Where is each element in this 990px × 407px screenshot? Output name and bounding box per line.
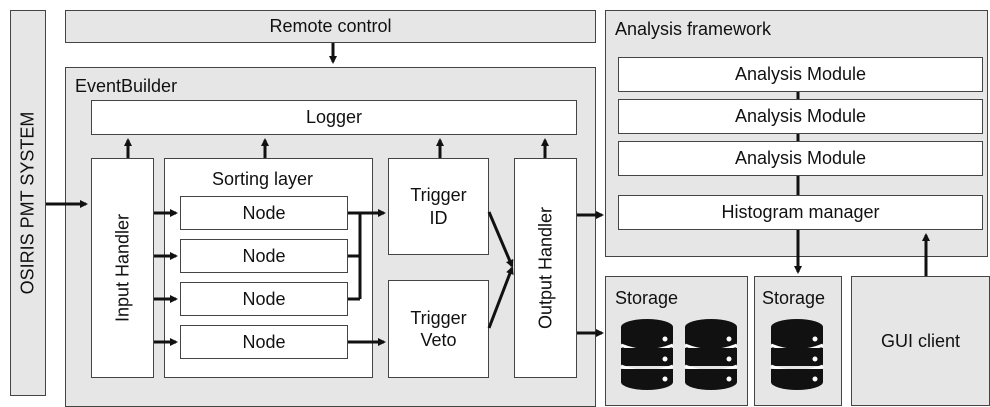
analysis-module-2: Analysis Module bbox=[618, 99, 983, 134]
storage-title-left: Storage bbox=[615, 288, 679, 308]
node-3: Node bbox=[180, 282, 348, 316]
trigger-veto-block: Trigger Veto bbox=[388, 280, 489, 378]
analysis-module-label: Analysis Module bbox=[734, 64, 867, 85]
input-handler-label: Input Handler bbox=[112, 213, 132, 323]
gui-client-label: GUI client bbox=[880, 330, 961, 351]
gui-client-block: GUI client bbox=[851, 276, 990, 406]
trigger-id-block: Trigger ID bbox=[388, 158, 489, 255]
node-label: Node bbox=[242, 202, 286, 223]
trigger-veto-label: Trigger Veto bbox=[410, 307, 467, 351]
histogram-manager-label: Histogram manager bbox=[721, 202, 880, 223]
logger-block: Logger bbox=[91, 100, 577, 135]
analysis-module-1: Analysis Module bbox=[618, 57, 983, 92]
database-icon bbox=[770, 319, 824, 390]
remote-control-label: Remote control bbox=[269, 16, 392, 37]
analysis-module-label: Analysis Module bbox=[734, 106, 867, 127]
node-label: Node bbox=[242, 331, 286, 352]
osiris-label: OSIRIS PMT SYSTEM bbox=[17, 111, 38, 295]
logger-label: Logger bbox=[305, 107, 363, 128]
node-label: Node bbox=[242, 245, 286, 266]
analysis-module-3: Analysis Module bbox=[618, 141, 983, 176]
analysis-module-label: Analysis Module bbox=[734, 148, 867, 169]
analysis-framework-title: Analysis framework bbox=[615, 19, 772, 39]
storage-title-right: Storage bbox=[762, 288, 826, 308]
sorting-layer-title: Sorting layer bbox=[212, 169, 314, 189]
node-label: Node bbox=[242, 288, 286, 309]
histogram-manager-block: Histogram manager bbox=[618, 195, 983, 230]
node-2: Node bbox=[180, 239, 348, 273]
input-handler-block: Input Handler bbox=[91, 158, 154, 378]
database-icon bbox=[620, 319, 674, 390]
node-1: Node bbox=[180, 196, 348, 230]
database-icon bbox=[684, 319, 738, 390]
remote-control-block: Remote control bbox=[65, 10, 596, 43]
trigger-id-label: Trigger ID bbox=[410, 185, 467, 228]
eventbuilder-title: EventBuilder bbox=[75, 76, 178, 96]
output-handler-label: Output Handler bbox=[535, 206, 555, 330]
output-handler-block: Output Handler bbox=[514, 158, 577, 378]
osiris-pmt-system-block: OSIRIS PMT SYSTEM bbox=[10, 10, 46, 396]
node-4: Node bbox=[180, 325, 348, 359]
